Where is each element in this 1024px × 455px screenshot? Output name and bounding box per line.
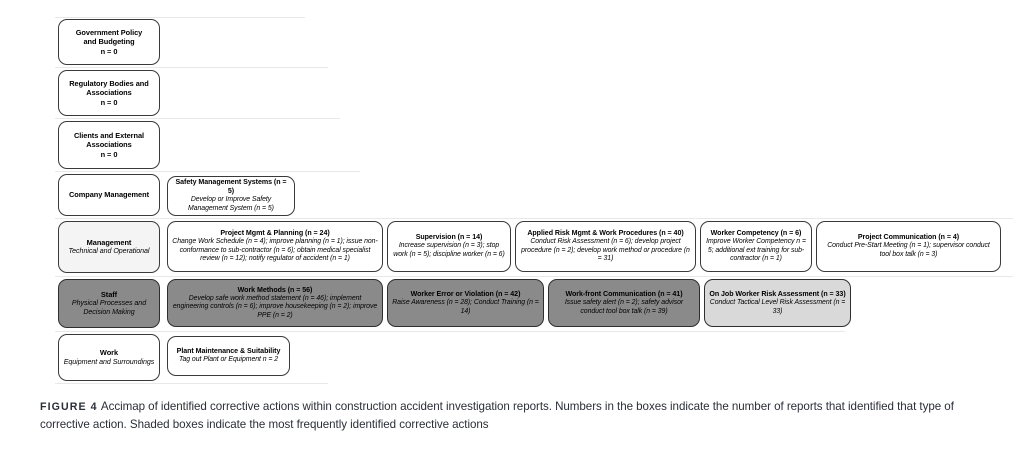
node-work-front-communication: Work-front Communication (n = 41) Issue …: [548, 279, 700, 327]
node-applied-risk-mgmt: Applied Risk Mgmt & Work Procedures (n =…: [515, 221, 696, 272]
node-title: Project Mgmt & Planning (n = 24): [220, 229, 330, 238]
node-detail: Conduct Pre-Start Meeting (n = 1); super…: [827, 242, 990, 258]
node-title: Safety Management Systems (n = 5): [175, 178, 287, 196]
node-worker-competency: Worker Competency (n = 6) Improve Worker…: [700, 221, 812, 272]
row-separator-5: [55, 218, 1013, 219]
node-supervision: Supervision (n = 14) Increase supervisio…: [387, 221, 511, 272]
node-project-mgmt-planning: Project Mgmt & Planning (n = 24) Change …: [167, 221, 383, 272]
node-worker-error-or-violation: Worker Error or Violation (n = 42) Raise…: [387, 279, 544, 327]
node-title: Work Methods (n = 56): [237, 285, 313, 294]
level-title: Regulatory Bodies and: [69, 78, 149, 88]
node-title: Project Communication (n = 4): [857, 233, 960, 242]
node-detail: Develop safe work method statement (n = …: [172, 294, 378, 319]
node-work-methods: Work Methods (n = 56) Develop safe work …: [167, 279, 383, 327]
level-label-regulatory-bodies: Regulatory Bodies and Associations n = 0: [58, 70, 160, 116]
level-label-government-policy: Government Policy and Budgeting n = 0: [58, 19, 160, 65]
node-detail: Issue safety alert (n = 2); safety advis…: [564, 298, 684, 315]
node-title: Applied Risk Mgmt & Work Procedures (n =…: [527, 229, 684, 238]
row-separator-8: [55, 383, 328, 384]
level-label-work: Work Equipment and Surroundings: [58, 334, 160, 381]
level-subtitle: Equipment and Surroundings: [63, 357, 155, 366]
figure-caption: FIGURE 4 Accimap of identified correctiv…: [40, 398, 996, 433]
level-label-clients-external: Clients and External Associations n = 0: [58, 121, 160, 169]
node-detail: Raise Awareness (n = 28); Conduct Traini…: [392, 298, 539, 315]
node-detail: Tag out Plant or Equipment n = 2: [178, 356, 279, 364]
level-title: Clients and External: [73, 130, 145, 140]
row-separator-7: [55, 331, 845, 332]
node-project-communication: Project Communication (n = 4) Conduct Pr…: [816, 221, 1001, 272]
level-count: n = 0: [100, 46, 118, 56]
accimap-figure: Government Policy and Budgeting n = 0 Re…: [55, 17, 1013, 384]
level-title-line2: and Budgeting: [83, 37, 135, 47]
figure-number: FIGURE 4: [40, 401, 98, 413]
node-title: On Job Worker Risk Assessment (n = 33): [709, 289, 846, 298]
level-title-line2: Associations: [86, 140, 132, 150]
level-label-company-management: Company Management: [58, 174, 160, 216]
node-on-job-worker-risk-assessment: On Job Worker Risk Assessment (n = 33) C…: [704, 279, 851, 327]
figure-caption-text: Accimap of identified corrective actions…: [40, 400, 954, 431]
node-plant-maintenance-suitability: Plant Maintenance & Suitability Tag out …: [167, 336, 290, 376]
node-safety-management-systems: Safety Management Systems (n = 5) Develo…: [167, 176, 295, 216]
level-count: n = 0: [100, 97, 118, 107]
row-separator-3: [55, 118, 340, 119]
level-label-staff: Staff Physical Processes and Decision Ma…: [58, 279, 160, 328]
row-separator-1: [55, 17, 305, 18]
level-title: Work: [99, 348, 119, 358]
level-count: n = 0: [100, 149, 118, 159]
row-separator-6: [55, 276, 1013, 277]
node-title: Work-front Communication (n = 41): [565, 289, 683, 298]
level-subtitle: Technical and Operational: [68, 247, 150, 256]
node-detail: Develop or Improve Safety Management Sys…: [188, 196, 274, 212]
node-detail: Conduct Risk Assessment (n = 6); develop…: [521, 238, 690, 263]
node-detail: Change Work Schedule (n = 4); improve pl…: [172, 238, 378, 263]
level-title: Management: [86, 237, 132, 247]
node-title: Worker Competency (n = 6): [710, 229, 802, 238]
node-detail: Improve Worker Competency n = 5; additio…: [706, 238, 806, 263]
node-title: Worker Error or Violation (n = 42): [410, 289, 521, 298]
level-label-management: Management Technical and Operational: [58, 221, 160, 273]
node-detail: Conduct Tactical Level Risk Assessment (…: [709, 298, 846, 315]
level-subtitle: Physical Processes and Decision Making: [71, 299, 147, 317]
level-title: Company Management: [68, 190, 149, 200]
node-title: Plant Maintenance & Suitability: [176, 347, 281, 356]
level-title-line2: Associations: [86, 88, 132, 98]
row-separator-2: [55, 67, 328, 68]
row-separator-4: [55, 171, 360, 172]
level-title: Government Policy: [75, 27, 143, 37]
node-detail: Increase supervision (n = 3); stop work …: [393, 242, 505, 258]
node-title: Supervision (n = 14): [415, 233, 483, 242]
level-title: Staff: [100, 289, 118, 299]
